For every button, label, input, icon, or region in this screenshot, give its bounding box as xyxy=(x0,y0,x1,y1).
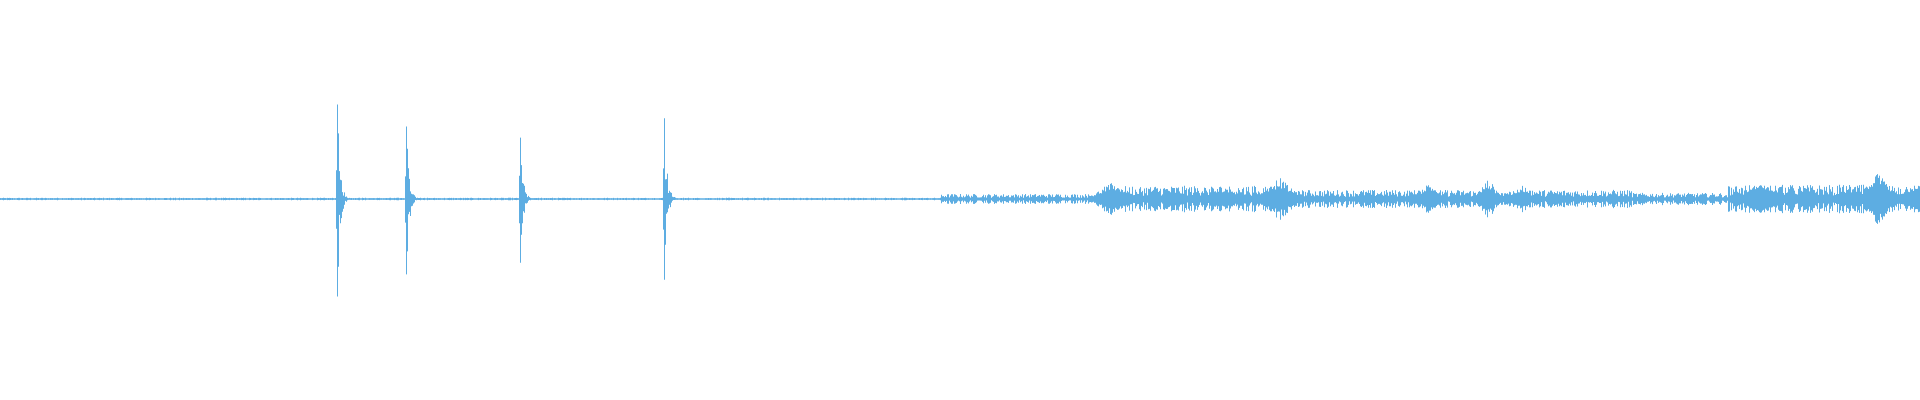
waveform-trace xyxy=(0,104,1920,297)
